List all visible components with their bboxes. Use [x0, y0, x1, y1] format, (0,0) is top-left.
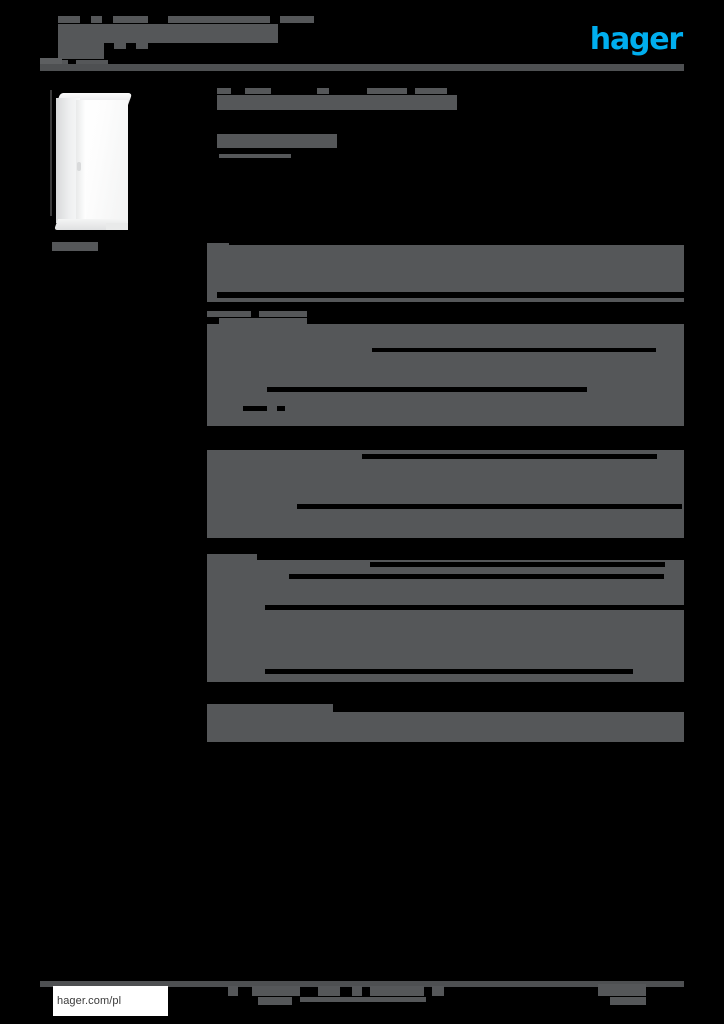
redaction-bar — [219, 154, 291, 158]
redaction-bar — [168, 16, 270, 23]
redaction-bar — [207, 704, 333, 712]
redaction-bar — [280, 16, 314, 23]
redaction-bar — [58, 16, 80, 23]
redaction-bar — [370, 986, 424, 996]
redaction-gap — [372, 348, 656, 353]
redaction-bar — [432, 986, 444, 996]
enclosure-left-edge — [50, 90, 52, 216]
redaction-bar — [217, 88, 231, 94]
redaction-bar — [259, 311, 307, 317]
redaction-bar — [228, 986, 238, 996]
product-caption-redacted — [52, 242, 98, 251]
redaction-bar — [58, 43, 104, 59]
redaction-gap — [243, 406, 267, 411]
footer-divider — [40, 981, 684, 987]
redaction-bar — [598, 984, 646, 996]
hager-logo-text: hager — [589, 22, 683, 57]
redaction-bar — [317, 88, 329, 94]
product-subtitle-redacted — [207, 134, 684, 160]
redaction-bar — [207, 554, 257, 560]
redaction-bar — [415, 88, 447, 94]
redaction-bar — [318, 986, 340, 996]
redaction-block — [207, 712, 684, 742]
enclosure-illustration — [50, 88, 142, 236]
header-rule-cap — [40, 58, 62, 68]
redaction-block — [207, 484, 684, 516]
enclosure-latch — [77, 162, 81, 171]
redaction-bar — [252, 986, 300, 996]
redaction-bar — [219, 318, 307, 324]
redaction-gap — [370, 562, 665, 567]
redaction-bar — [245, 88, 271, 94]
redaction-gap — [265, 605, 684, 610]
enclosure-front-highlight — [76, 100, 86, 228]
product-title-redacted — [207, 88, 684, 148]
redaction-bar — [300, 997, 426, 1002]
redaction-bar — [207, 292, 217, 298]
document-title-redacted — [58, 16, 358, 69]
page-header: hager — [0, 0, 724, 78]
redaction-gap — [277, 406, 285, 411]
redaction-bar — [367, 88, 407, 94]
redaction-gap — [297, 504, 682, 509]
redaction-bar — [136, 43, 148, 49]
product-image — [50, 88, 142, 236]
hager-logo: hager — [589, 22, 683, 57]
footer-center-redacted — [0, 978, 724, 1018]
redaction-bar — [217, 134, 337, 148]
redaction-block — [207, 352, 684, 400]
header-divider — [40, 64, 684, 71]
redaction-bar — [352, 986, 362, 996]
redaction-block — [207, 324, 684, 352]
redaction-gap — [265, 669, 633, 674]
redaction-bar — [58, 24, 278, 43]
redaction-gap — [267, 387, 587, 392]
redaction-bar — [91, 16, 102, 23]
redaction-bar — [258, 997, 292, 1005]
redaction-gap — [289, 574, 664, 579]
footer-url-text: hager.com/pl — [57, 995, 122, 1007]
redaction-bar — [217, 95, 457, 110]
redaction-block — [207, 516, 684, 538]
redaction-block — [207, 298, 684, 302]
specifications-area — [207, 88, 684, 742]
redaction-bar — [114, 43, 126, 49]
page-footer — [0, 978, 724, 1024]
enclosure-foot — [106, 223, 128, 230]
redaction-block — [207, 245, 684, 292]
redaction-bar — [113, 16, 148, 23]
redaction-block — [207, 400, 684, 426]
redaction-gap — [362, 454, 657, 459]
redaction-bar — [207, 311, 251, 317]
footer-url[interactable]: hager.com/pl — [53, 986, 168, 1016]
redaction-bar — [610, 997, 646, 1005]
